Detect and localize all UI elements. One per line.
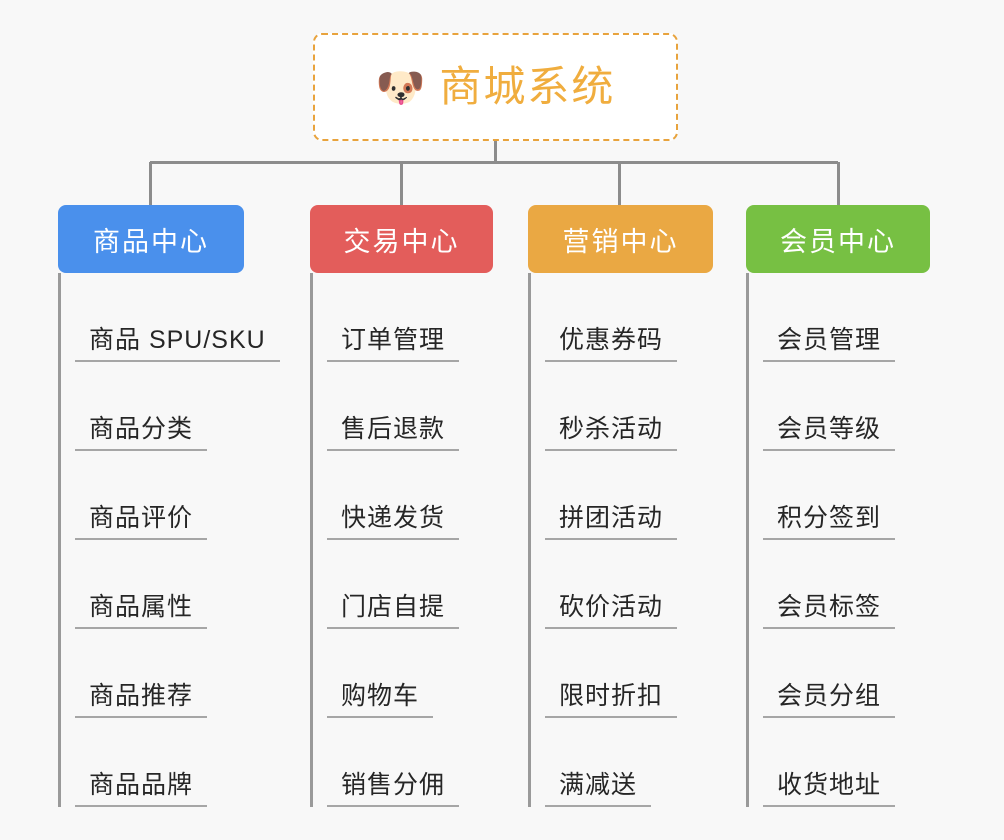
leaf-label: 商品推荐 bbox=[75, 682, 208, 718]
dog-face-icon: 🐶 bbox=[375, 66, 426, 110]
child-list-2: 优惠券码 秒杀活动 拼团活动 砍价活动 限时折扣 满减送 bbox=[528, 273, 713, 807]
list-item[interactable]: 订单管理 bbox=[327, 273, 493, 362]
list-item[interactable]: 限时折扣 bbox=[545, 629, 713, 718]
list-item[interactable]: 满减送 bbox=[545, 718, 713, 807]
category-label-1: 交易中心 bbox=[343, 226, 460, 257]
list-item[interactable]: 购物车 bbox=[327, 629, 493, 718]
category-box-1[interactable]: 交易中心 bbox=[310, 205, 493, 273]
list-item[interactable]: 积分签到 bbox=[763, 451, 930, 540]
leaf-label: 商品属性 bbox=[75, 593, 208, 629]
leaf-label: 会员等级 bbox=[763, 415, 896, 451]
leaf-label: 秒杀活动 bbox=[545, 415, 678, 451]
leaf-label: 会员分组 bbox=[763, 682, 896, 718]
branch-column-1: 交易中心 订单管理 售后退款 快递发货 门店自提 购物车 销售分佣 bbox=[310, 205, 493, 807]
leaf-label: 商品分类 bbox=[75, 415, 208, 451]
root-title: 商城系统 bbox=[439, 63, 616, 110]
list-item[interactable]: 拼团活动 bbox=[545, 451, 713, 540]
leaf-label: 订单管理 bbox=[327, 326, 460, 362]
list-item[interactable]: 会员标签 bbox=[763, 540, 930, 629]
list-item[interactable]: 售后退款 bbox=[327, 362, 493, 451]
leaf-label: 商品 SPU/SKU bbox=[75, 326, 280, 362]
branch-column-0: 商品中心 商品 SPU/SKU 商品分类 商品评价 商品属性 商品推荐 商品品牌 bbox=[58, 205, 280, 807]
list-item[interactable]: 销售分佣 bbox=[327, 718, 493, 807]
category-label-0: 商品中心 bbox=[93, 226, 209, 257]
leaf-label: 购物车 bbox=[327, 682, 434, 718]
leaf-label: 满减送 bbox=[545, 771, 652, 807]
leaf-label: 商品品牌 bbox=[75, 771, 208, 807]
leaf-label: 积分签到 bbox=[763, 504, 896, 540]
list-item[interactable]: 砍价活动 bbox=[545, 540, 713, 629]
list-item[interactable]: 商品品牌 bbox=[75, 718, 280, 807]
list-item[interactable]: 秒杀活动 bbox=[545, 362, 713, 451]
leaf-label: 会员标签 bbox=[763, 593, 896, 629]
child-list-3: 会员管理 会员等级 积分签到 会员标签 会员分组 收货地址 bbox=[746, 273, 930, 807]
list-item[interactable]: 优惠券码 bbox=[545, 273, 713, 362]
leaf-label: 售后退款 bbox=[327, 415, 460, 451]
list-item[interactable]: 会员管理 bbox=[763, 273, 930, 362]
list-item[interactable]: 商品 SPU/SKU bbox=[75, 273, 280, 362]
list-item[interactable]: 快递发货 bbox=[327, 451, 493, 540]
list-item[interactable]: 会员等级 bbox=[763, 362, 930, 451]
category-label-2: 营销中心 bbox=[562, 226, 679, 257]
list-item[interactable]: 商品属性 bbox=[75, 540, 280, 629]
child-list-1: 订单管理 售后退款 快递发货 门店自提 购物车 销售分佣 bbox=[310, 273, 493, 807]
list-item[interactable]: 门店自提 bbox=[327, 540, 493, 629]
leaf-label: 销售分佣 bbox=[327, 771, 460, 807]
leaf-label: 限时折扣 bbox=[545, 682, 678, 718]
leaf-label: 优惠券码 bbox=[545, 326, 678, 362]
leaf-label: 门店自提 bbox=[327, 593, 460, 629]
leaf-label: 拼团活动 bbox=[545, 504, 678, 540]
leaf-label: 快递发货 bbox=[327, 504, 460, 540]
category-label-3: 会员中心 bbox=[780, 226, 896, 257]
child-list-0: 商品 SPU/SKU 商品分类 商品评价 商品属性 商品推荐 商品品牌 bbox=[58, 273, 280, 807]
category-box-3[interactable]: 会员中心 bbox=[746, 205, 930, 273]
leaf-label: 商品评价 bbox=[75, 504, 208, 540]
list-item[interactable]: 会员分组 bbox=[763, 629, 930, 718]
leaf-label: 砍价活动 bbox=[545, 593, 678, 629]
branch-column-2: 营销中心 优惠券码 秒杀活动 拼团活动 砍价活动 限时折扣 满减送 bbox=[528, 205, 713, 807]
list-item[interactable]: 商品分类 bbox=[75, 362, 280, 451]
leaf-label: 收货地址 bbox=[763, 771, 896, 807]
branch-column-3: 会员中心 会员管理 会员等级 积分签到 会员标签 会员分组 收货地址 bbox=[746, 205, 930, 807]
list-item[interactable]: 商品推荐 bbox=[75, 629, 280, 718]
list-item[interactable]: 收货地址 bbox=[763, 718, 930, 807]
root-node[interactable]: 🐶 商城系统 bbox=[313, 33, 678, 141]
leaf-label: 会员管理 bbox=[763, 326, 896, 362]
category-box-2[interactable]: 营销中心 bbox=[528, 205, 713, 273]
category-box-0[interactable]: 商品中心 bbox=[58, 205, 244, 273]
list-item[interactable]: 商品评价 bbox=[75, 451, 280, 540]
